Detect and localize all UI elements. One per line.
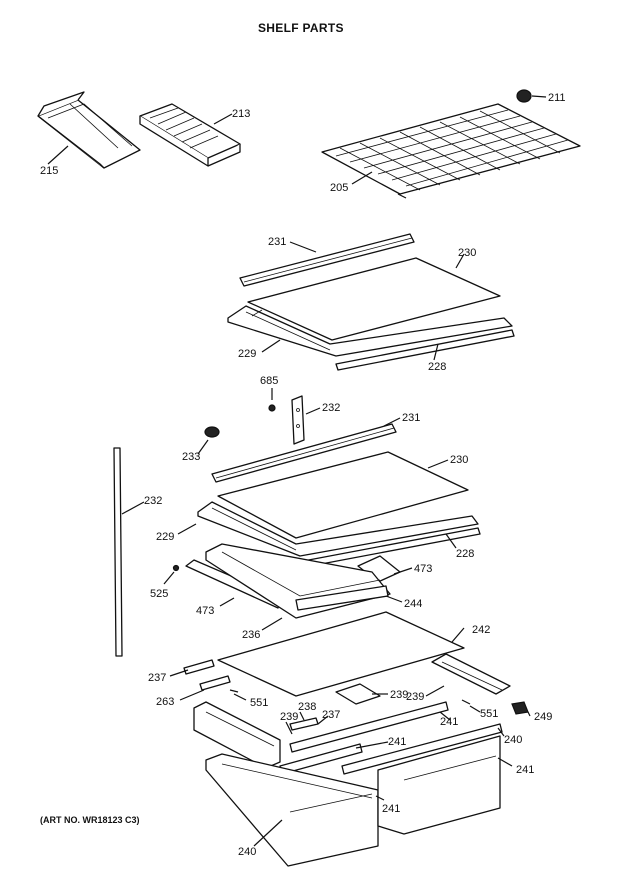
part-228-rail-upper [335,329,515,371]
part-236-drawer-frame [205,543,391,619]
part-230-glass-upper [247,257,501,341]
label-240-right: 240 [504,734,522,746]
part-crisper-frame-left [193,701,281,769]
part-229-frame-middle [197,501,479,557]
part-213-bin [139,103,241,167]
label-241-d: 241 [382,803,400,815]
part-211-cap [516,89,547,103]
part-239-bracket-center [335,683,381,705]
label-263: 263 [156,696,174,708]
label-241-c: 241 [516,764,534,776]
part-205-wire-shelf [321,103,581,199]
part-685-screw [268,404,276,412]
label-215: 215 [40,165,58,177]
label-236: 236 [242,629,260,641]
part-231-trim-upper [239,233,415,287]
part-237-bracket-left [183,659,215,675]
label-238: 238 [298,701,316,713]
part-239-runner-right [431,653,511,695]
part-240-crisper-drawer-right [377,735,501,835]
part-labels: 211 213 215 205 231 230 229 228 685 232 … [40,92,566,858]
label-239-center: 239 [390,689,408,701]
label-239-right: 239 [406,691,424,703]
label-228-upper: 228 [428,361,446,373]
part-230-glass-middle [217,451,469,539]
part-240-crisper-drawer-left [205,753,379,867]
label-244: 244 [404,598,422,610]
label-685: 685 [260,375,278,387]
part-249-clip [511,701,529,715]
part-263-runner [199,675,231,691]
part-551-pin-right [461,699,471,705]
label-230-upper: 230 [458,247,476,259]
label-233: 233 [182,451,200,463]
label-230-middle: 230 [450,454,468,466]
label-237-left: 237 [148,672,166,684]
part-233-knob [204,426,220,438]
part-525-screw [172,564,180,572]
part-551-pin-left [229,689,239,693]
label-229-upper: 229 [238,348,256,360]
label-231-middle: 231 [402,412,420,424]
label-551-left: 551 [250,697,268,709]
label-232-short: 232 [322,402,340,414]
label-229-middle: 229 [156,531,174,543]
label-237-lower: 237 [322,709,340,721]
label-241-a: 241 [440,716,458,728]
label-525: 525 [150,588,168,600]
diagram-title: SHELF PARTS [258,21,344,35]
label-242: 242 [472,624,490,636]
part-215-tray [37,91,141,169]
art-number: (ART NO. WR18123 C3) [40,815,140,825]
part-229-frame-upper [227,305,513,357]
label-239-left: 239 [280,711,298,723]
label-249: 249 [534,711,552,723]
label-473-right: 473 [414,563,432,575]
label-205: 205 [330,182,348,194]
label-211: 211 [548,92,566,104]
label-228-middle: 228 [456,548,474,560]
part-237-rail-lower [289,701,449,753]
part-242-crisper-cover [217,611,465,697]
label-241-b: 241 [388,736,406,748]
part-232-bracket-short [291,395,305,445]
label-213: 213 [232,108,250,120]
leader-lines [47,113,531,847]
label-473-left: 473 [196,605,214,617]
part-232-bracket-long [113,447,123,657]
label-231-upper: 231 [268,236,286,248]
part-231-trim-middle [211,423,397,483]
label-551-right: 551 [480,708,498,720]
label-232-long: 232 [144,495,162,507]
label-240-left: 240 [238,846,256,858]
